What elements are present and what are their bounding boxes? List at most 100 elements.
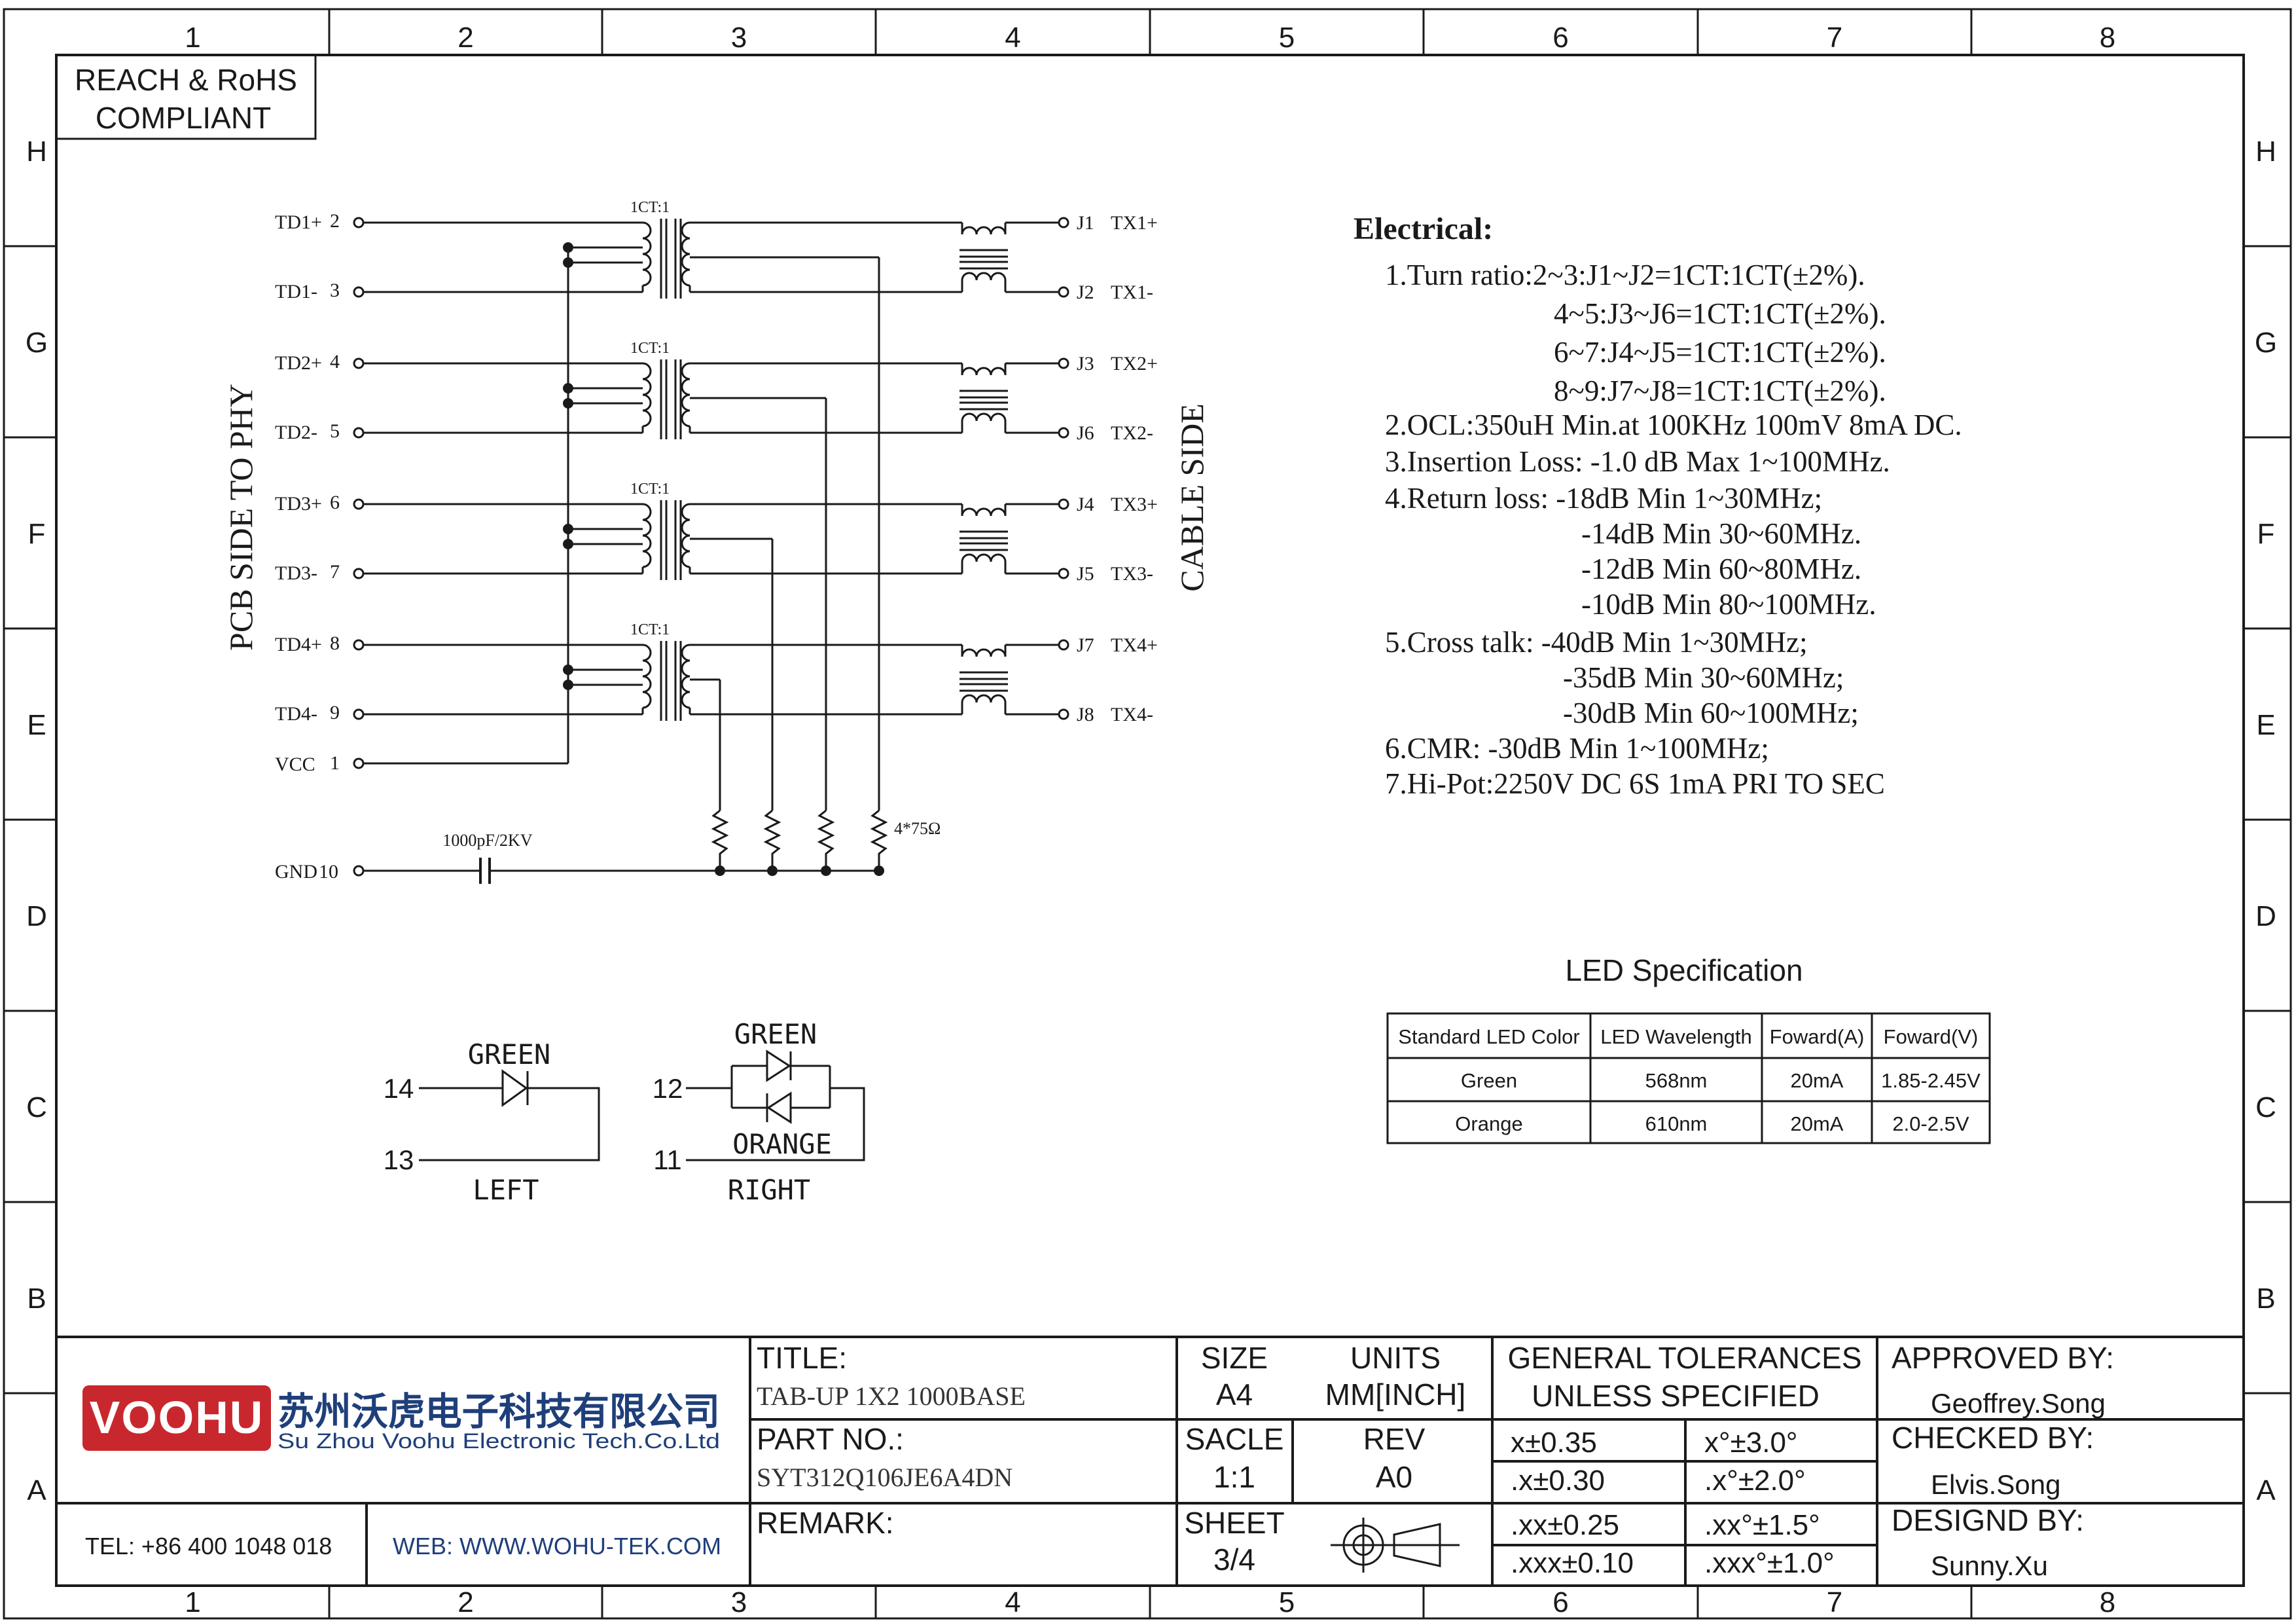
size-value: A4 — [1216, 1377, 1253, 1412]
pin-label-8: TD4+ — [275, 634, 322, 655]
winding — [681, 644, 691, 709]
schematic-side-labels: PCB SIDE TO PHY CABLE SIDE — [223, 384, 1210, 651]
zone-column-label-top: 1 — [185, 22, 200, 54]
capacitor-label: 1000pF/2KV — [442, 831, 532, 850]
led-table-cell: 20mA — [1791, 1069, 1844, 1092]
terminal — [1058, 568, 1069, 579]
logo-text: VOOHU — [90, 1392, 264, 1443]
cable-pin-J2: J2 — [1077, 282, 1094, 303]
pin-label-4: TD2+ — [275, 352, 322, 374]
zone-row-label-right: H — [2255, 136, 2276, 168]
pin-label-5: TD2- — [275, 422, 317, 443]
terminal — [353, 286, 365, 298]
title-value: TAB-UP 1X2 1000BASE — [757, 1381, 1026, 1411]
zone-row-label-right: C — [2255, 1091, 2276, 1123]
pin-label-3: TD1- — [275, 281, 317, 302]
led-right-pin-a: 12 — [653, 1073, 683, 1104]
electrical-spec: Electrical: 1.Turn ratio:2~3:J1~J2=1CT:1… — [1354, 211, 1962, 800]
electrical-line: 4.Return loss: -18dB Min 1~30MHz; — [1385, 482, 1822, 515]
terminal — [353, 498, 365, 510]
approved-label: APPROVED BY: — [1892, 1341, 2114, 1375]
electrical-line: 4~5:J3~J6=1CT:1CT(±2%). — [1554, 297, 1886, 330]
tolerance-linear: .xx±0.25 — [1511, 1509, 1619, 1541]
zone-row-label-left: B — [27, 1283, 46, 1315]
company-logo: VOOHU — [82, 1385, 271, 1451]
led-table-cell: 1.85-2.45V — [1881, 1069, 1981, 1092]
rev-label: REV — [1363, 1422, 1426, 1456]
pin-number-6: 6 — [330, 492, 340, 513]
terminal — [353, 568, 365, 579]
electrical-line: 6~7:J4~J5=1CT:1CT(±2%). — [1554, 336, 1886, 369]
terminal — [1058, 286, 1069, 298]
zone-row-label-right: A — [2256, 1474, 2276, 1506]
zone-column-label-bottom: 3 — [731, 1586, 747, 1618]
zone-row-label-left: F — [28, 518, 46, 550]
terminal — [1058, 427, 1069, 439]
zone-column-label-top: 7 — [1827, 22, 1842, 54]
electrical-line: 7.Hi-Pot:2250V DC 6S 1mA PRI TO SEC — [1385, 767, 1885, 800]
units-label: UNITS — [1350, 1341, 1441, 1375]
electrical-line: 8~9:J7~J8=1CT:1CT(±2%). — [1554, 374, 1886, 407]
winding — [642, 503, 652, 568]
electrical-line: -30dB Min 60~100MHz; — [1563, 697, 1859, 729]
zone-column-label-bottom: 8 — [2100, 1586, 2115, 1618]
gnd-label: GND — [275, 861, 317, 883]
cable-signal-TX4+: TX4+ — [1111, 634, 1158, 656]
winding — [681, 221, 691, 287]
choke-winding — [961, 367, 1007, 376]
zone-row-label-right: G — [2255, 327, 2277, 359]
resistor-label: 4*75Ω — [894, 819, 941, 838]
ratio-label: 1CT:1 — [630, 481, 670, 498]
checked-value: Elvis.Song — [1931, 1469, 2060, 1500]
tolerance-angular: x°±3.0° — [1704, 1427, 1798, 1459]
led-table-header: Foward(A) — [1770, 1025, 1865, 1048]
electrical-line: -12dB Min 60~80MHz. — [1581, 553, 1861, 585]
led-table-cell: 568nm — [1645, 1069, 1708, 1092]
pin-number-3: 3 — [330, 280, 340, 301]
electrical-line: -35dB Min 30~60MHz; — [1563, 661, 1844, 694]
ratio-label: 1CT:1 — [630, 199, 670, 216]
zone-column-label-top: 8 — [2100, 22, 2115, 54]
winding — [642, 221, 652, 287]
company-name-cn: 苏州沃虎电子科技有限公司 — [278, 1391, 720, 1433]
led-table-cell: 2.0-2.5V — [1892, 1112, 1969, 1135]
terminal — [1058, 639, 1069, 651]
compliance-box: REACH & RoHS COMPLIANT — [56, 55, 317, 140]
zone-column-label-top: 6 — [1552, 22, 1568, 54]
winding — [642, 362, 652, 428]
choke-winding — [961, 507, 1007, 517]
cable-signal-TX3+: TX3+ — [1111, 494, 1158, 515]
scale-value: 1:1 — [1213, 1460, 1255, 1494]
zone-column-label-bottom: 6 — [1552, 1586, 1568, 1618]
electrical-line: 2.OCL:350uH Min.at 100KHz 100mV 8mA DC. — [1385, 409, 1962, 441]
cable-pin-J8: J8 — [1077, 704, 1094, 725]
pin-label-7: TD3- — [275, 562, 317, 584]
led-left-pin-b: 13 — [384, 1144, 414, 1175]
zone-row-label-right: E — [2256, 709, 2275, 741]
company-tel: TEL: +86 400 1048 018 — [85, 1533, 332, 1559]
cable-pin-J7: J7 — [1077, 634, 1094, 656]
cable-signal-TX1-: TX1- — [1111, 282, 1153, 303]
vcc-number: 1 — [330, 752, 340, 774]
part-label: PART NO.: — [757, 1422, 904, 1456]
company-web: WEB: WWW.WOHU-TEK.COM — [393, 1533, 721, 1559]
units-value: MM[INCH] — [1325, 1377, 1466, 1412]
designed-label: DESIGND BY: — [1892, 1503, 2084, 1537]
choke-winding — [961, 272, 1007, 281]
led-table-header: LED Wavelength — [1600, 1025, 1751, 1048]
zone-column-label-bottom: 4 — [1005, 1586, 1020, 1618]
terminal — [353, 357, 365, 369]
vcc-label: VCC — [275, 754, 315, 775]
led-table-outline — [1386, 1012, 1991, 1144]
rev-value: A0 — [1376, 1460, 1412, 1494]
cable-signal-TX2-: TX2- — [1111, 422, 1153, 444]
resistor-75-ohm — [817, 809, 835, 871]
pin-label-2: TD1+ — [275, 211, 322, 233]
pin-label-9: TD4- — [275, 703, 317, 725]
led-table-cell: Green — [1461, 1069, 1517, 1092]
choke-winding — [961, 694, 1007, 703]
led-left-pin-a: 14 — [384, 1073, 414, 1104]
zone-column-label-top: 5 — [1279, 22, 1295, 54]
